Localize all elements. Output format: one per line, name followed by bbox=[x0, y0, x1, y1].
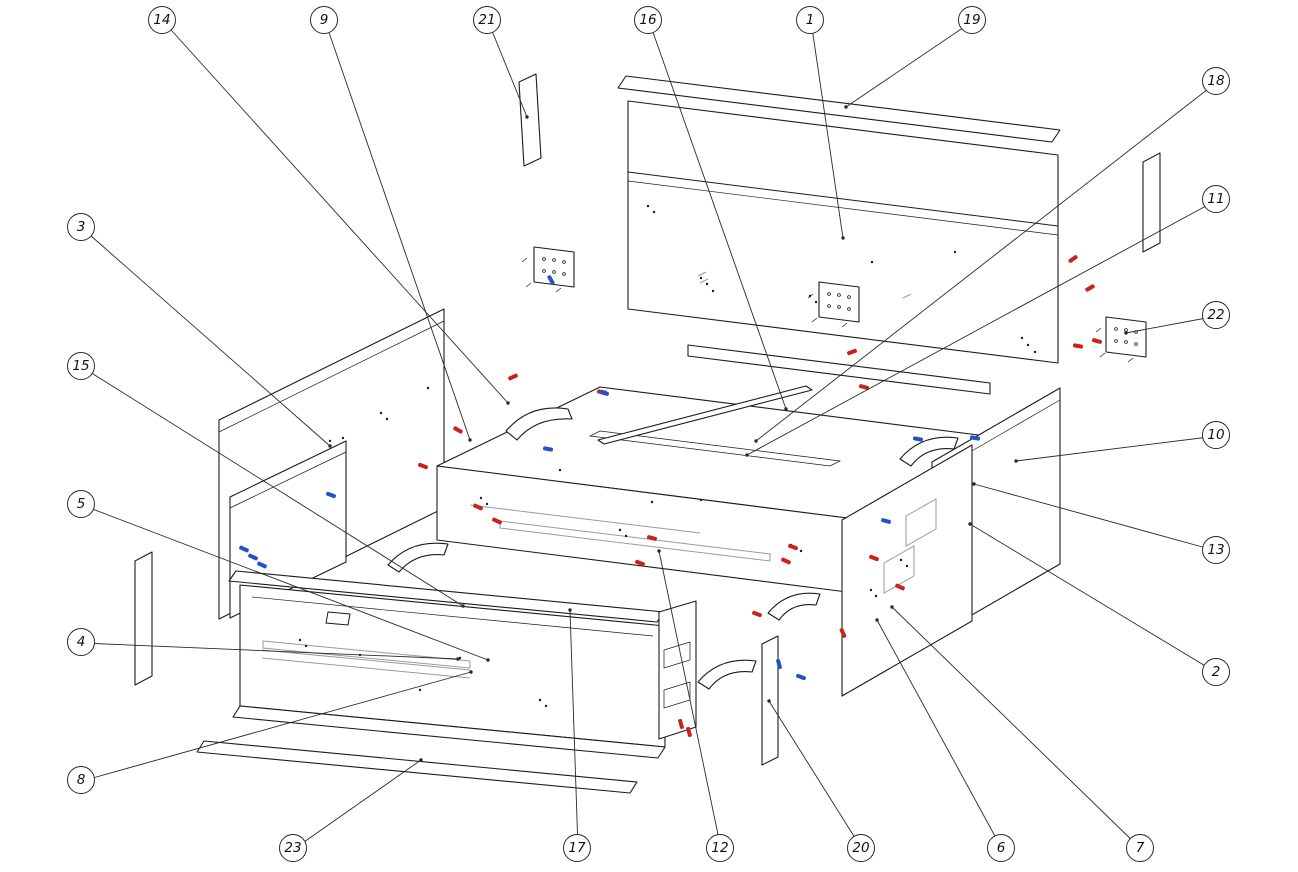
callout-number: 12 bbox=[711, 840, 729, 856]
callout-number: 5 bbox=[76, 496, 86, 512]
part-side-strip-left-lower bbox=[134, 551, 153, 686]
part-center-support-rail bbox=[597, 385, 813, 445]
callout-number: 13 bbox=[1207, 542, 1225, 558]
callout-balloon-19: 19 bbox=[958, 6, 986, 34]
callout-number: 15 bbox=[72, 358, 90, 374]
part-mid-back-rail bbox=[687, 344, 991, 395]
callout-balloon-12: 12 bbox=[706, 834, 734, 862]
callout-number: 11 bbox=[1207, 191, 1225, 207]
callout-balloon-8: 8 bbox=[67, 766, 95, 794]
callout-balloon-3: 3 bbox=[67, 213, 95, 241]
callout-balloon-15: 15 bbox=[67, 352, 95, 380]
callout-balloon-9: 9 bbox=[310, 6, 338, 34]
part-corner-bracket-mid-left bbox=[387, 542, 449, 573]
callout-balloon-22: 22 bbox=[1202, 301, 1230, 329]
callout-balloon-18: 18 bbox=[1202, 67, 1230, 95]
callout-number: 18 bbox=[1207, 73, 1225, 89]
callout-number: 7 bbox=[1135, 840, 1145, 856]
callout-number: 14 bbox=[153, 12, 171, 28]
callout-number: 22 bbox=[1207, 307, 1225, 323]
part-connector-plate-right bbox=[1095, 316, 1147, 363]
callout-number: 8 bbox=[76, 772, 86, 788]
callout-balloon-1: 1 bbox=[796, 6, 824, 34]
callout-number: 3 bbox=[76, 219, 86, 235]
part-right-side-panel-front bbox=[841, 444, 973, 697]
callout-balloon-6: 6 bbox=[987, 834, 1015, 862]
part-corner-bracket-upper-right bbox=[899, 436, 959, 467]
part-corner-bracket-lower-center bbox=[697, 659, 757, 690]
part-corner-bracket-upper-left bbox=[505, 407, 573, 441]
callout-balloon-16: 16 bbox=[634, 6, 662, 34]
callout-number: 23 bbox=[284, 840, 302, 856]
part-top-back-rail bbox=[617, 75, 1061, 143]
callout-number: 2 bbox=[1211, 664, 1221, 680]
callout-balloon-20: 20 bbox=[847, 834, 875, 862]
callout-number: 17 bbox=[568, 840, 586, 856]
callout-number: 9 bbox=[319, 12, 329, 28]
callout-number: 20 bbox=[852, 840, 870, 856]
callout-number: 4 bbox=[76, 634, 86, 650]
part-drawer-side-panel bbox=[658, 600, 697, 740]
callout-balloon-7: 7 bbox=[1126, 834, 1154, 862]
part-front-bottom-rail bbox=[232, 705, 666, 759]
callout-balloon-11: 11 bbox=[1202, 185, 1230, 213]
callout-balloon-2: 2 bbox=[1202, 658, 1230, 686]
leader-lines bbox=[81, 20, 1218, 850]
part-corner-bracket-mid-center bbox=[767, 592, 821, 621]
callout-balloon-23: 23 bbox=[279, 834, 307, 862]
part-connector-plate-left bbox=[521, 246, 575, 293]
part-center-platform bbox=[436, 386, 1011, 593]
callout-balloon-21: 21 bbox=[473, 6, 501, 34]
part-back-panel bbox=[627, 100, 1059, 364]
callout-number: 16 bbox=[639, 12, 657, 28]
part-side-strip-right-upper bbox=[1142, 152, 1161, 253]
callout-number: 21 bbox=[478, 12, 496, 28]
callout-balloon-10: 10 bbox=[1202, 421, 1230, 449]
fasteners-blue bbox=[239, 275, 981, 681]
callout-number: 6 bbox=[996, 840, 1006, 856]
callout-balloon-5: 5 bbox=[67, 490, 95, 518]
callout-number: 19 bbox=[963, 12, 981, 28]
part-front-top-rail bbox=[228, 570, 665, 623]
part-connector-plate-center bbox=[807, 281, 860, 328]
callout-balloon-14: 14 bbox=[148, 6, 176, 34]
callout-balloon-17: 17 bbox=[563, 834, 591, 862]
part-side-strip-top-left bbox=[518, 73, 542, 167]
fasteners-red bbox=[418, 255, 1103, 738]
callout-balloon-13: 13 bbox=[1202, 536, 1230, 564]
callout-number: 1 bbox=[805, 12, 815, 28]
callout-balloon-4: 4 bbox=[67, 628, 95, 656]
callout-number: 10 bbox=[1207, 427, 1225, 443]
